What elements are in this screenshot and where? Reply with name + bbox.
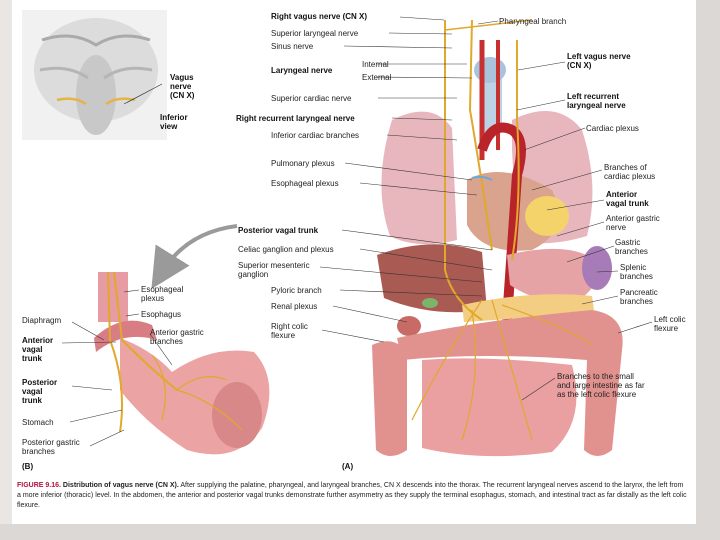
- label-laryngeal-nerve: Laryngeal nerve: [271, 66, 333, 75]
- figure-caption: FIGURE 9.16. Distribution of vagus nerve…: [17, 481, 689, 511]
- label-pyloric: Pyloric branch: [271, 286, 322, 295]
- label-pharyngeal-branch: Pharyngeal branch: [499, 17, 567, 26]
- panel-b-id: (B): [22, 462, 34, 471]
- label-left-recurrent: Left recurrent laryngeal nerve: [567, 92, 626, 110]
- label-b-posterior-vagal: Posterior vagal trunk: [22, 378, 58, 405]
- label-posterior-vagal: Posterior vagal trunk: [238, 226, 319, 235]
- label-right-colic: Right colic flexure: [271, 322, 308, 340]
- label-anterior-gastric-nerve: Anterior gastric nerve: [606, 214, 660, 232]
- caption-title: Distribution of vagus nerve (CN X).: [62, 482, 179, 489]
- panel-a-leader-lines: [319, 16, 653, 401]
- label-esophageal-plexus: Esophageal plexus: [271, 179, 339, 188]
- slide-frame-left: [0, 0, 12, 540]
- inset-vagus-label: Vagus nerve (CN X): [170, 73, 195, 100]
- inset-brainstem: [22, 10, 167, 140]
- figure-vagus-nerve: Vagus nerve (CN X) Inferior view Right v…: [12, 0, 696, 524]
- label-left-vagus: Left vagus nerve (CN X): [567, 52, 631, 70]
- slide-frame-right: [696, 0, 720, 540]
- label-gastric-branches: Gastric branches: [615, 238, 648, 256]
- caption-text: After supplying the palatine, pharyngeal…: [17, 482, 687, 509]
- label-b-diaphragm: Diaphragm: [22, 316, 62, 325]
- label-superior-laryngeal: Superior laryngeal nerve: [271, 29, 359, 38]
- label-left-colic: Left colic flexure: [654, 315, 686, 333]
- caption-figure-label: FIGURE 9.16.: [17, 482, 61, 489]
- label-right-recurrent: Right recurrent laryngeal nerve: [236, 114, 355, 123]
- label-sinus-nerve: Sinus nerve: [271, 42, 314, 51]
- label-renal: Renal plexus: [271, 302, 318, 311]
- label-pulmonary-plexus: Pulmonary plexus: [271, 159, 335, 168]
- label-small-large-intestine: Branches to the small and large intestin…: [557, 372, 645, 399]
- label-b-anterior-vagal: Anterior vagal trunk: [22, 336, 54, 363]
- label-celiac: Celiac ganglion and plexus: [238, 245, 334, 254]
- inset-view-label: Inferior view: [160, 113, 188, 131]
- arrow-to-inset-b: [151, 224, 238, 289]
- label-internal: Internal: [362, 60, 389, 69]
- label-pancreatic: Pancreatic branches: [620, 288, 658, 306]
- panel-b-leader-lines: [61, 289, 173, 447]
- label-b-posterior-gastric: Posterior gastric branches: [22, 438, 80, 456]
- label-b-esophagus: Esophagus: [141, 310, 182, 319]
- label-b-esophageal-plexus: Esophageal plexus: [141, 285, 184, 303]
- label-inferior-cardiac: Inferior cardiac branches: [271, 131, 360, 140]
- slide-frame-bottom: [0, 524, 720, 540]
- label-splenic: Splenic branches: [620, 263, 653, 281]
- panel-a-anatomy: [372, 19, 623, 457]
- anatomy-illustration: [22, 10, 653, 457]
- label-sup-mesenteric: Superior mesenteric ganglion: [238, 261, 310, 279]
- panel-a-id: (A): [342, 462, 354, 471]
- label-cardiac-plexus: Cardiac plexus: [586, 124, 639, 133]
- label-b-anterior-gastric: Anterior gastric branches: [150, 328, 204, 346]
- label-anterior-vagal: Anterior vagal trunk: [606, 190, 649, 208]
- label-branches-cardiac: Branches of cardiac plexus: [604, 163, 656, 181]
- label-b-stomach: Stomach: [22, 418, 54, 427]
- label-right-vagus: Right vagus nerve (CN X): [271, 12, 368, 21]
- panel-b-anatomy: [94, 271, 270, 455]
- label-superior-cardiac: Superior cardiac nerve: [271, 94, 352, 103]
- label-external: External: [362, 73, 392, 82]
